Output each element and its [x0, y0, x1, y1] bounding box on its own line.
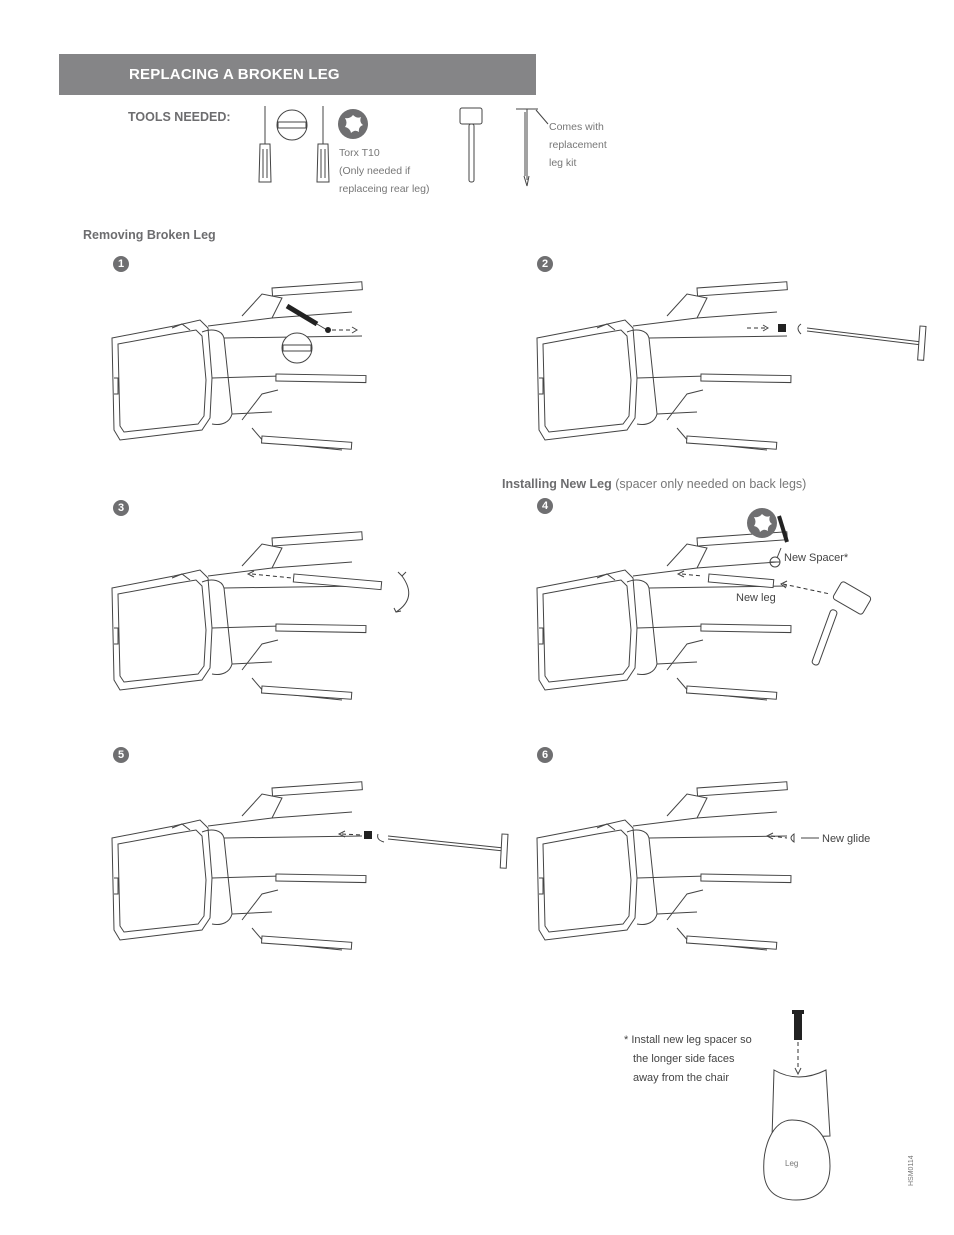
step-badge-4: 4 [537, 498, 553, 514]
step-6-illustration [536, 781, 819, 951]
step-1-illustration [111, 281, 367, 451]
footnote-line2: the longer side faces [633, 1053, 735, 1065]
new-spacer-callout: New Spacer* [784, 552, 849, 564]
footnote-line3: away from the chair [633, 1072, 729, 1084]
kit-note-line3: leg kit [549, 157, 577, 169]
section-installing-title: Installing New Leg [502, 477, 612, 491]
mallet-icon [459, 107, 483, 183]
step-4-illustration [536, 508, 872, 701]
header-bar: REPLACING A BROKEN LEG [59, 54, 536, 95]
step-3-illustration [111, 531, 410, 701]
flat-screwdriver-icon [258, 106, 308, 183]
step-badge-2: 2 [537, 256, 553, 272]
new-leg-callout: New leg [736, 592, 776, 604]
leg-label: Leg [785, 1159, 799, 1168]
section-installing-note: (spacer only needed on back legs) [615, 477, 807, 491]
step-5-illustration [111, 781, 509, 951]
torx-note-line2: replaceing rear leg) [339, 183, 430, 195]
torx-label: Torx T10 [339, 147, 380, 159]
tools-needed-label: TOOLS NEEDED: [128, 110, 231, 124]
page-title: REPLACING A BROKEN LEG [129, 66, 340, 83]
footnote-line1: * Install new leg spacer so [624, 1034, 752, 1046]
step-2-illustration [536, 281, 927, 451]
step-badge-5: 5 [113, 747, 129, 763]
kit-note-line1: Comes with [549, 121, 604, 133]
step-badge-1: 1 [113, 256, 129, 272]
torx-note-line1: (Only needed if [339, 165, 411, 177]
step-badge-6: 6 [537, 747, 553, 763]
kit-note-line2: replacement [549, 139, 607, 151]
document-code: HSM0114 [908, 1155, 915, 1186]
section-removing-heading: Removing Broken Leg [83, 228, 216, 242]
new-glide-callout: New glide [822, 833, 871, 845]
torx-screwdriver-icon [316, 106, 368, 183]
spacer-detail-illustration [763, 1010, 831, 1201]
step-badge-3: 3 [113, 500, 129, 516]
section-installing-heading: Installing New Leg (spacer only needed o… [502, 477, 806, 491]
t-handle-tool-icon [516, 108, 549, 187]
